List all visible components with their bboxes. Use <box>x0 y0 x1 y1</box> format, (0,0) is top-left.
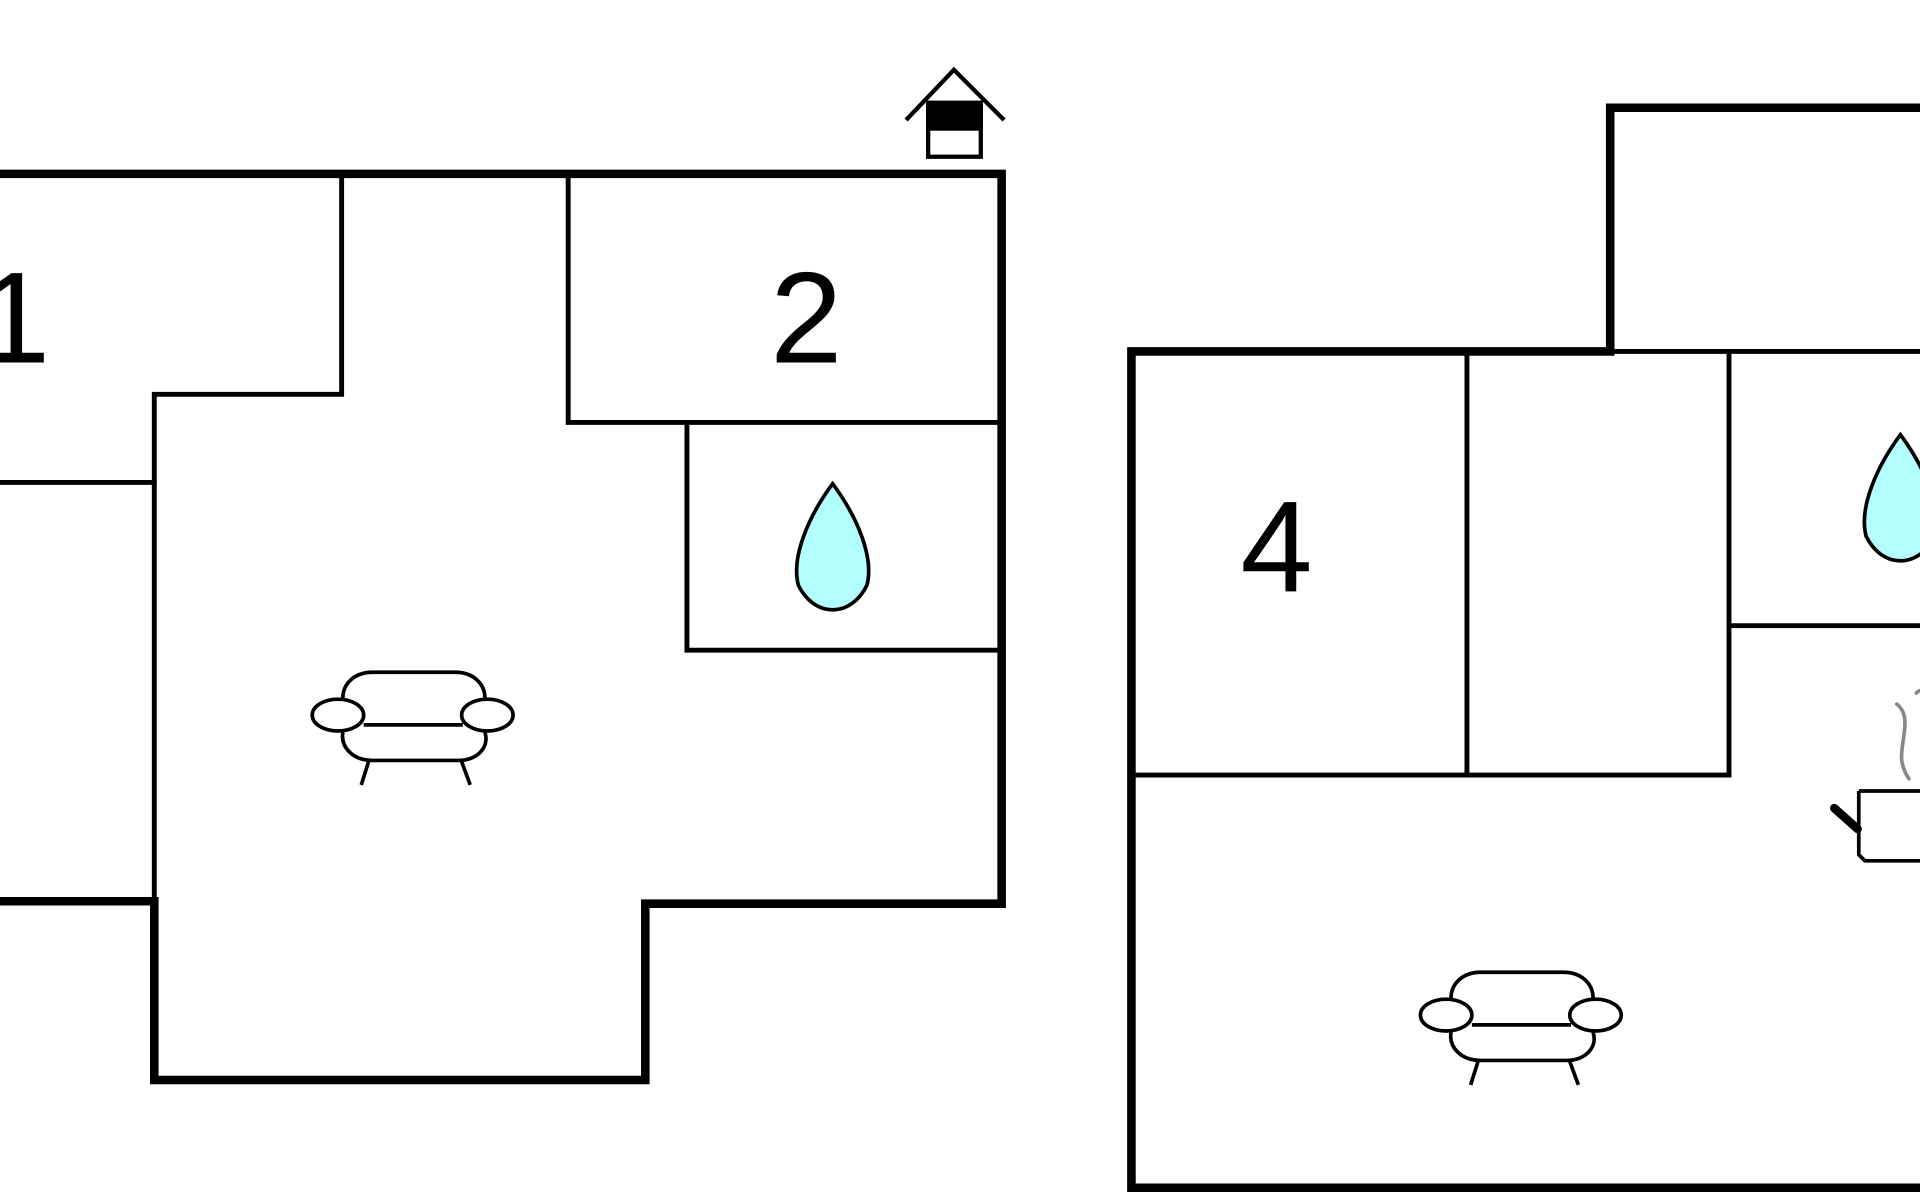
living-room-icon <box>310 670 515 786</box>
interior-walls <box>0 171 1005 904</box>
outer-wall <box>1127 103 1920 1193</box>
room-1-label: 1 <box>0 245 50 390</box>
room-2-label: 2 <box>770 245 842 390</box>
interior-walls <box>1128 348 1920 778</box>
kitchen-icon <box>1830 688 1920 863</box>
entrance-icon <box>904 66 1006 159</box>
left-building <box>0 169 1006 1085</box>
right-building <box>1127 103 1920 1193</box>
outer-wall <box>0 169 1006 1085</box>
room-4-label: 4 <box>1240 474 1312 619</box>
bathroom-icon <box>1862 431 1920 563</box>
bathroom-icon <box>794 480 871 612</box>
living-room-icon <box>1418 970 1624 1086</box>
